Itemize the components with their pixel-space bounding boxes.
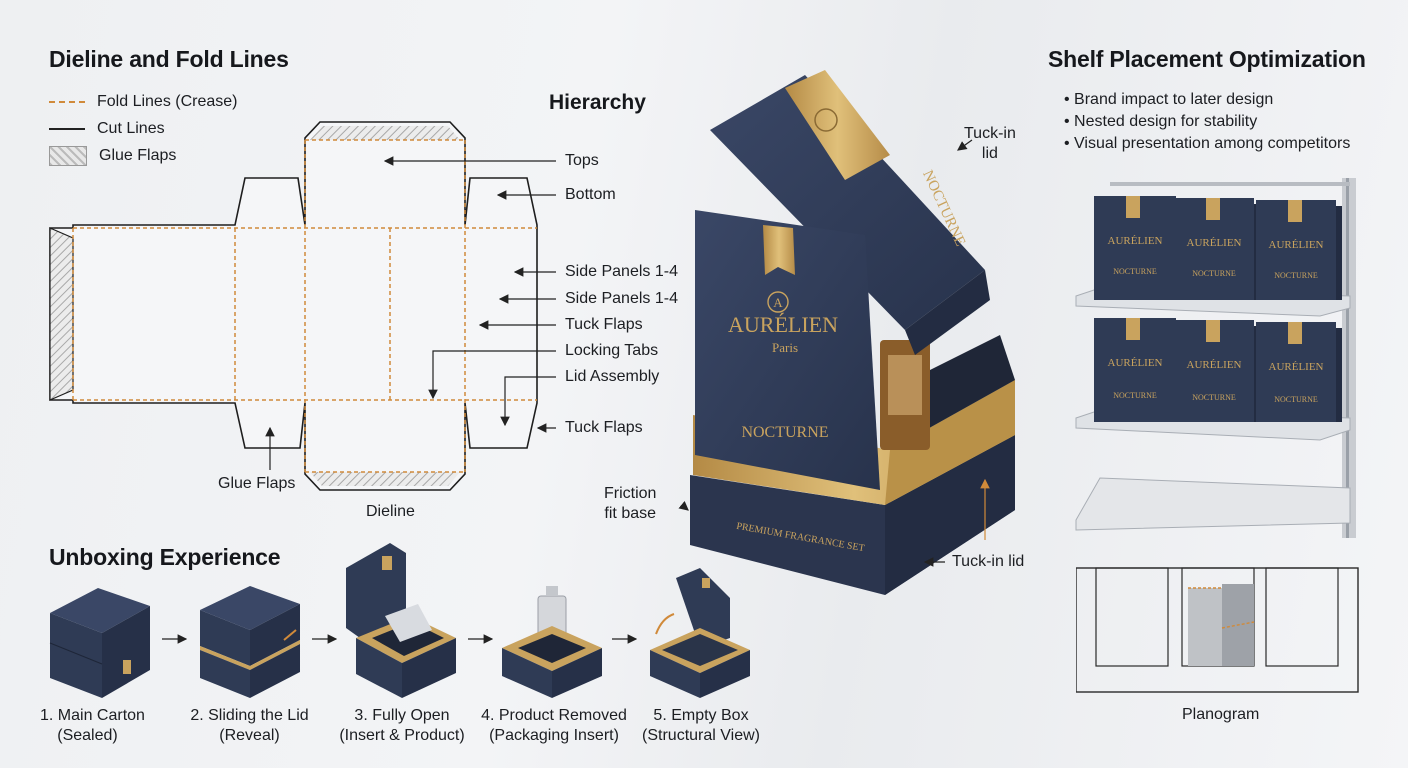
shelf-title: Shelf Placement Optimization bbox=[1048, 46, 1366, 72]
step-3-box bbox=[346, 543, 456, 698]
callout-tops: Tops bbox=[565, 152, 599, 169]
step-4-box bbox=[502, 586, 602, 698]
dieline-title: Dieline and Fold Lines bbox=[49, 46, 289, 72]
unboxing-sequence bbox=[49, 543, 750, 698]
legend-fold-label: Fold Lines (Crease) bbox=[97, 92, 238, 110]
shelf-bullets: Brand impact to later design Nested desi… bbox=[1064, 89, 1350, 155]
callout-tuck-in-lid-bottom: Tuck-in lid bbox=[952, 553, 1025, 570]
hero-box-illustration: A AURÉLIEN Paris NOCTURNE PREMIUM FRAGRA… bbox=[678, 70, 1015, 595]
callout-bottom: Bottom bbox=[565, 186, 616, 203]
shelf-box-product: NOCTURNE bbox=[1113, 267, 1157, 276]
shelf-box-brand: AURÉLIEN bbox=[1269, 361, 1324, 373]
dieline-legend: Fold Lines (Crease) Cut Lines Glue Flaps bbox=[49, 88, 238, 169]
step-2-box bbox=[200, 586, 300, 698]
hero-city-text: Paris bbox=[772, 340, 798, 355]
step-3-label: 3. Fully Open (Insert & Product) bbox=[336, 706, 468, 746]
step-1-label: 1. Main Carton (Sealed) bbox=[40, 706, 145, 746]
shelf-unit-illustration: AURÉLIEN NOCTURNE AURÉLIEN NOCTURNE AURÉLI… bbox=[1075, 178, 1356, 538]
step-5-label: 5. Empty Box (Structural View) bbox=[636, 706, 766, 746]
step-1-title: 1. Main Carton bbox=[40, 707, 145, 724]
step-2-subtitle: (Reveal) bbox=[219, 727, 280, 744]
shelf-box-product: NOCTURNE bbox=[1274, 271, 1318, 280]
shelf-box-brand: AURÉLIEN bbox=[1108, 357, 1163, 369]
legend-glue: Glue Flaps bbox=[49, 142, 238, 169]
shelf-box-brand: AURÉLIEN bbox=[1187, 237, 1242, 249]
dieline-diagram bbox=[49, 121, 556, 491]
shelf-box-product: NOCTURNE bbox=[1113, 391, 1157, 400]
legend-cut: Cut Lines bbox=[49, 115, 238, 142]
shelf-box-product: NOCTURNE bbox=[1192, 269, 1236, 278]
step-5-box bbox=[650, 568, 750, 698]
callout-tuck-flaps-2: Tuck Flaps bbox=[565, 419, 643, 436]
glue-flap-swatch bbox=[49, 145, 87, 166]
step-5-subtitle: (Structural View) bbox=[642, 727, 760, 744]
cut-line-swatch bbox=[49, 127, 85, 130]
shelf-bullet: Nested design for stability bbox=[1064, 111, 1350, 133]
unboxing-title: Unboxing Experience bbox=[49, 544, 281, 570]
shelf-bullet: Visual presentation among competitors bbox=[1064, 133, 1350, 155]
step-1-subtitle: (Sealed) bbox=[57, 727, 118, 744]
legend-fold: Fold Lines (Crease) bbox=[49, 88, 238, 115]
shelf-box-brand: AURÉLIEN bbox=[1269, 239, 1324, 251]
fold-line-swatch bbox=[49, 100, 85, 103]
step-2-title: 2. Sliding the Lid bbox=[190, 707, 309, 724]
step-3-subtitle: (Insert & Product) bbox=[339, 727, 465, 744]
shelf-bullet: Brand impact to later design bbox=[1064, 89, 1350, 111]
hero-product-text: NOCTURNE bbox=[741, 424, 828, 441]
dieline-caption: Dieline bbox=[366, 503, 415, 520]
shelf-box-brand: AURÉLIEN bbox=[1108, 235, 1163, 247]
shelf-box-brand: AURÉLIEN bbox=[1187, 359, 1242, 371]
callout-side-panels-1: Side Panels 1-4 bbox=[565, 263, 678, 280]
hero-brand-text: AURÉLIEN bbox=[728, 312, 838, 337]
callout-tuck-flaps-1: Tuck Flaps bbox=[565, 316, 643, 333]
step-3-title: 3. Fully Open bbox=[354, 707, 450, 724]
step-5-title: 5. Empty Box bbox=[653, 707, 749, 724]
step-2-label: 2. Sliding the Lid (Reveal) bbox=[182, 706, 317, 746]
step-1-box bbox=[49, 588, 150, 698]
callout-glue-flaps: Glue Flaps bbox=[218, 475, 296, 492]
callout-tuck-in-lid-top: Tuck-in lid bbox=[964, 125, 1016, 162]
shelf-box-product: NOCTURNE bbox=[1274, 395, 1318, 404]
legend-glue-label: Glue Flaps bbox=[99, 146, 177, 164]
callout-locking-tabs: Locking Tabs bbox=[565, 342, 659, 359]
hierarchy-title: Hierarchy bbox=[549, 91, 646, 114]
svg-text:A: A bbox=[773, 295, 783, 310]
callout-lid-assembly: Lid Assembly bbox=[565, 368, 660, 385]
legend-cut-label: Cut Lines bbox=[97, 119, 165, 137]
step-4-label: 4. Product Removed (Packaging Insert) bbox=[474, 706, 634, 746]
callout-side-panels-2: Side Panels 1-4 bbox=[565, 290, 678, 307]
planogram-diagram bbox=[1076, 567, 1359, 693]
step-4-title: 4. Product Removed bbox=[481, 707, 627, 724]
shelf-box-product: NOCTURNE bbox=[1192, 393, 1236, 402]
step-4-subtitle: (Packaging Insert) bbox=[489, 727, 619, 744]
planogram-caption: Planogram bbox=[1182, 706, 1260, 723]
callout-friction-fit-base: Friction fit base bbox=[604, 485, 657, 522]
